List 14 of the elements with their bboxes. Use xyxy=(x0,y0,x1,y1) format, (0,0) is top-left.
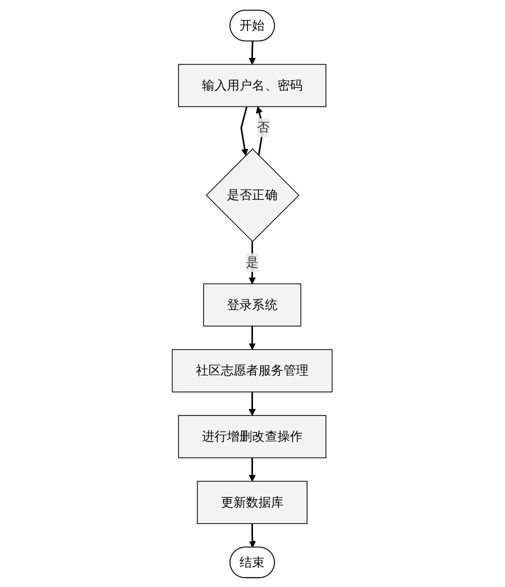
arrow xyxy=(249,40,256,64)
edge-label: 否 xyxy=(257,120,270,134)
node-box: 登录系统 xyxy=(204,282,302,326)
node-box: 进行增删改查操作 xyxy=(178,414,327,458)
arrow xyxy=(249,326,256,350)
arrow xyxy=(240,106,248,156)
arrow xyxy=(249,457,256,482)
node-diamond: 是否正确 xyxy=(206,148,300,242)
node-box: 社区志愿者服务管理 xyxy=(172,348,333,392)
node-box: 更新数据库 xyxy=(197,480,308,524)
arrow xyxy=(249,523,256,548)
arrow xyxy=(249,391,256,416)
edge-label: 是 xyxy=(246,254,259,270)
node-box: 输入用户名、密码 xyxy=(178,63,327,107)
